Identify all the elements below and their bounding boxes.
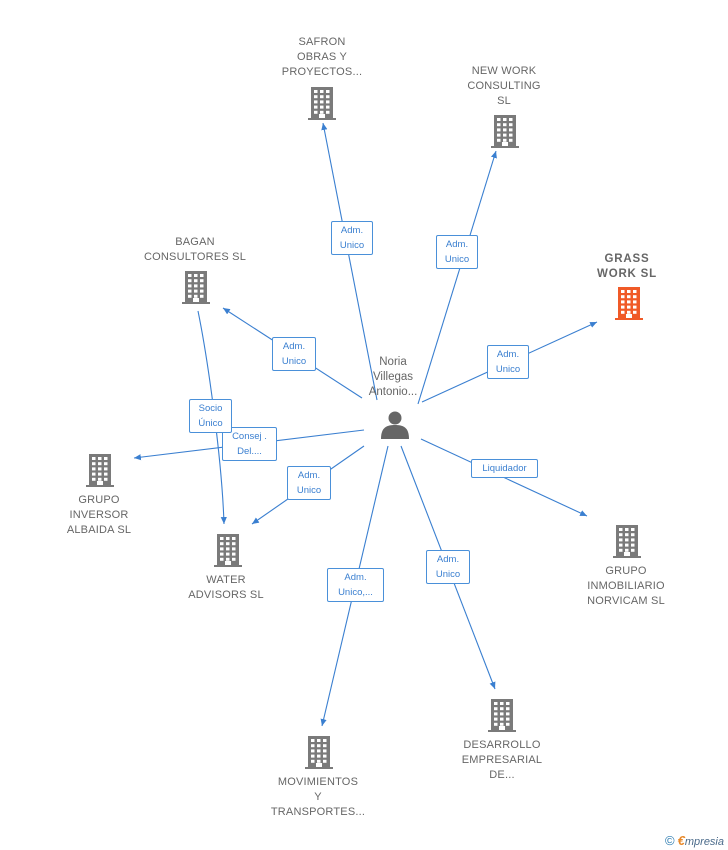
- edge-role-label[interactable]: Liquidador: [471, 459, 538, 478]
- edge-role-label[interactable]: Adm. Unico,...: [327, 568, 384, 602]
- company-label-grass[interactable]: GRASS WORK SL: [597, 253, 657, 280]
- company-label-grupo-inversor[interactable]: GRUPO INVERSOR ALBAIDA SL: [66, 494, 132, 536]
- person-name-label: Noria Villegas Antonio...: [368, 356, 418, 398]
- building-icon[interactable]: [613, 525, 641, 558]
- company-label-movimientos[interactable]: MOVIMIENTOS Y TRANSPORTES...: [270, 776, 366, 818]
- company-label-desarrollo[interactable]: DESARROLLO EMPRESARIAL DE...: [461, 739, 543, 781]
- person-icon[interactable]: [381, 411, 409, 440]
- building-icon[interactable]: [615, 287, 643, 320]
- company-label-newwork[interactable]: NEW WORK CONSULTING SL: [467, 65, 541, 107]
- edge-role-label[interactable]: Adm. Unico: [272, 337, 316, 371]
- company-label-bagan[interactable]: BAGAN CONSULTORES SL: [143, 236, 247, 263]
- building-icon[interactable]: [86, 454, 114, 487]
- company-label-safron[interactable]: SAFRON OBRAS Y PROYECTOS...: [281, 36, 363, 78]
- building-icon[interactable]: [182, 271, 210, 304]
- building-icon[interactable]: [308, 87, 336, 120]
- edge-role-label[interactable]: Adm. Unico: [287, 466, 331, 500]
- brand-logo-letter: €: [677, 833, 685, 848]
- building-icon[interactable]: [491, 115, 519, 148]
- brand-logo-text: mpresia: [684, 836, 724, 848]
- copyright-symbol: ©: [664, 833, 675, 848]
- edge-role-label[interactable]: Adm. Unico: [487, 345, 529, 379]
- building-icon[interactable]: [214, 534, 242, 567]
- building-icon[interactable]: [305, 736, 333, 769]
- brand-footer: © €mpresia: [665, 833, 724, 848]
- edge-role-label[interactable]: Adm. Unico: [436, 235, 478, 269]
- company-label-norvicam[interactable]: GRUPO INMOBILIARIO NORVICAM SL: [587, 565, 665, 607]
- edge-role-label[interactable]: Adm. Unico: [331, 221, 373, 255]
- edge-newwork: [417, 150, 497, 405]
- edge-safron: [321, 122, 378, 401]
- edge-role-label[interactable]: Consej . Del....: [222, 427, 277, 461]
- building-icon[interactable]: [488, 699, 516, 732]
- edge-role-label[interactable]: Adm. Unico: [426, 550, 470, 584]
- edge-role-label[interactable]: Socio Único: [189, 399, 232, 433]
- company-label-water[interactable]: WATER ADVISORS SL: [188, 574, 264, 601]
